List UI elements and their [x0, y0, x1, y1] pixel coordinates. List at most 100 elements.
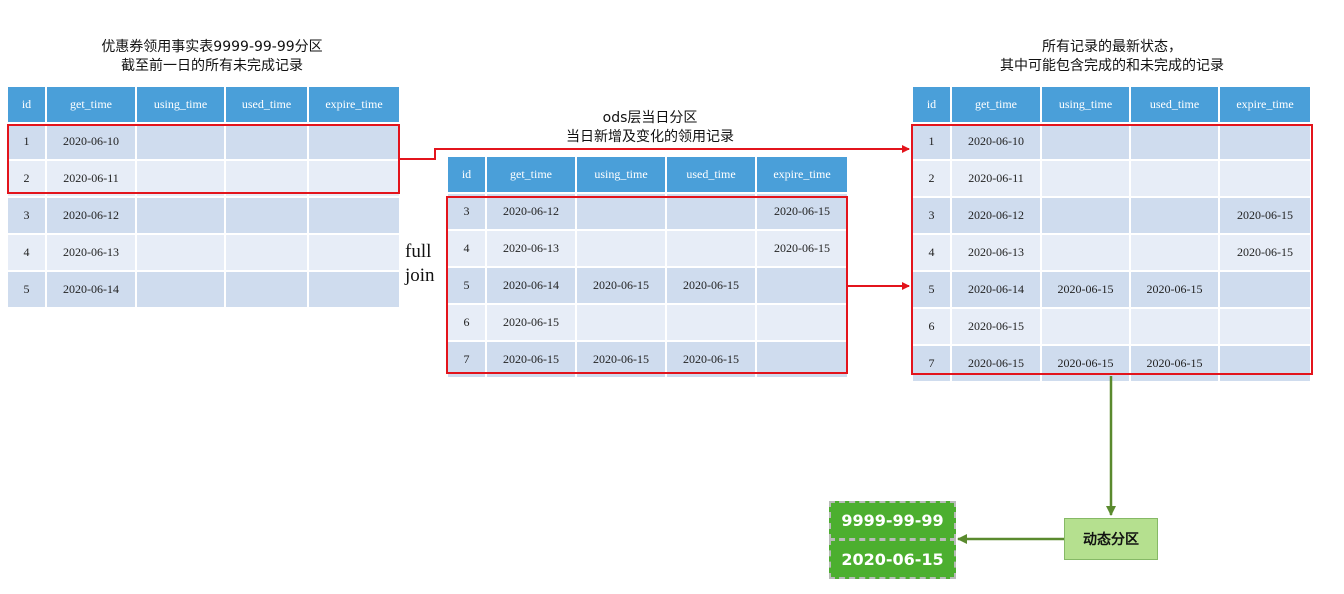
table-cell [226, 272, 307, 307]
table-cell: 7 [448, 342, 485, 377]
join-label-line2: join [405, 265, 435, 286]
table-cell: 2 [8, 161, 45, 196]
table-cell: 2020-06-15 [1131, 346, 1218, 381]
table-cell [1220, 346, 1310, 381]
table-cell: 2020-06-13 [487, 231, 575, 266]
table-cell [1042, 235, 1129, 270]
full-join-label: full join [405, 240, 435, 288]
table-cell: 2020-06-15 [1042, 272, 1129, 307]
table-cell [1220, 124, 1310, 159]
header-cell: expire_time [757, 157, 847, 192]
table-cell [1131, 161, 1218, 196]
table-cell [577, 305, 665, 340]
table-cell [1131, 124, 1218, 159]
table-cell [226, 235, 307, 270]
table-cell [1220, 309, 1310, 344]
table-cell [137, 198, 224, 233]
table-cell [667, 194, 755, 229]
header-cell: using_time [1042, 87, 1129, 122]
table-cell [1042, 161, 1129, 196]
table-cell [757, 268, 847, 303]
table-cell [1220, 272, 1310, 307]
header-cell: get_time [487, 157, 575, 192]
table-cell [1131, 235, 1218, 270]
right-table-caption: 所有记录的最新状态， 其中可能包含完成的和未完成的记录 [962, 38, 1262, 76]
table-cell: 2020-06-15 [487, 342, 575, 377]
table-cell [757, 305, 847, 340]
table-cell: 2020-06-14 [487, 268, 575, 303]
table-cell: 2020-06-13 [47, 235, 135, 270]
table-cell: 2020-06-15 [952, 346, 1040, 381]
table-cell: 2020-06-11 [47, 161, 135, 196]
right-caption-line1: 所有记录的最新状态， [1042, 39, 1182, 55]
table-cell: 2020-06-15 [577, 268, 665, 303]
table-cell [309, 235, 399, 270]
header-cell: using_time [137, 87, 224, 122]
table-cell: 2020-06-15 [487, 305, 575, 340]
table-cell [309, 161, 399, 196]
middle-caption-line1: ods层当日分区 [602, 110, 698, 126]
header-cell: id [448, 157, 485, 192]
table-cell: 2020-06-11 [952, 161, 1040, 196]
arrow-left-to-right [400, 145, 910, 160]
left-caption-line2: 截至前一日的所有未完成记录 [121, 58, 303, 74]
table-cell [1042, 198, 1129, 233]
dynamic-partition-box: 动态分区 [1064, 518, 1158, 560]
table-cell: 4 [448, 231, 485, 266]
table-cell [137, 272, 224, 307]
table-cell: 2020-06-15 [1131, 272, 1218, 307]
table-cell: 2020-06-15 [667, 342, 755, 377]
table-cell: 2 [913, 161, 950, 196]
table-cell [137, 161, 224, 196]
table-cell: 2020-06-15 [1042, 346, 1129, 381]
table-cell: 2020-06-10 [47, 124, 135, 159]
table-cell: 2020-06-15 [1220, 235, 1310, 270]
table-cell [1220, 161, 1310, 196]
table-cell: 4 [8, 235, 45, 270]
table-cell [137, 235, 224, 270]
header-cell: used_time [226, 87, 307, 122]
table-cell: 2020-06-15 [1220, 198, 1310, 233]
table-cell: 5 [448, 268, 485, 303]
table-cell: 2020-06-15 [757, 194, 847, 229]
table-cell: 5 [8, 272, 45, 307]
header-cell: id [8, 87, 45, 122]
table-cell: 2020-06-12 [952, 198, 1040, 233]
table-cell [137, 124, 224, 159]
partition-box-9999: 9999-99-99 [829, 501, 956, 540]
header-cell: id [913, 87, 950, 122]
table-cell: 5 [913, 272, 950, 307]
header-cell: used_time [1131, 87, 1218, 122]
header-cell: using_time [577, 157, 665, 192]
table-cell: 3 [8, 198, 45, 233]
header-cell: used_time [667, 157, 755, 192]
table-cell: 2020-06-12 [47, 198, 135, 233]
table-cell: 2020-06-15 [577, 342, 665, 377]
table-cell: 2020-06-14 [952, 272, 1040, 307]
header-cell: expire_time [1220, 87, 1310, 122]
partition-box-20200615: 2020-06-15 [829, 539, 956, 579]
table-cell [309, 124, 399, 159]
left-caption-line1: 优惠券领用事实表9999-99-99分区 [101, 39, 323, 55]
table-cell: 2020-06-10 [952, 124, 1040, 159]
table-cell: 3 [448, 194, 485, 229]
table-cell [226, 198, 307, 233]
table-cell: 1 [913, 124, 950, 159]
table-cell: 2020-06-14 [47, 272, 135, 307]
table-cell [309, 272, 399, 307]
header-cell: expire_time [309, 87, 399, 122]
table-cell [226, 124, 307, 159]
table-cell: 1 [8, 124, 45, 159]
right-caption-line2: 其中可能包含完成的和未完成的记录 [1000, 58, 1224, 74]
table-cell: 2020-06-13 [952, 235, 1040, 270]
table-cell [1131, 198, 1218, 233]
table-cell: 2020-06-12 [487, 194, 575, 229]
table-cell [577, 194, 665, 229]
table-cell [1042, 124, 1129, 159]
table-cell [757, 342, 847, 377]
table-cell [1042, 309, 1129, 344]
